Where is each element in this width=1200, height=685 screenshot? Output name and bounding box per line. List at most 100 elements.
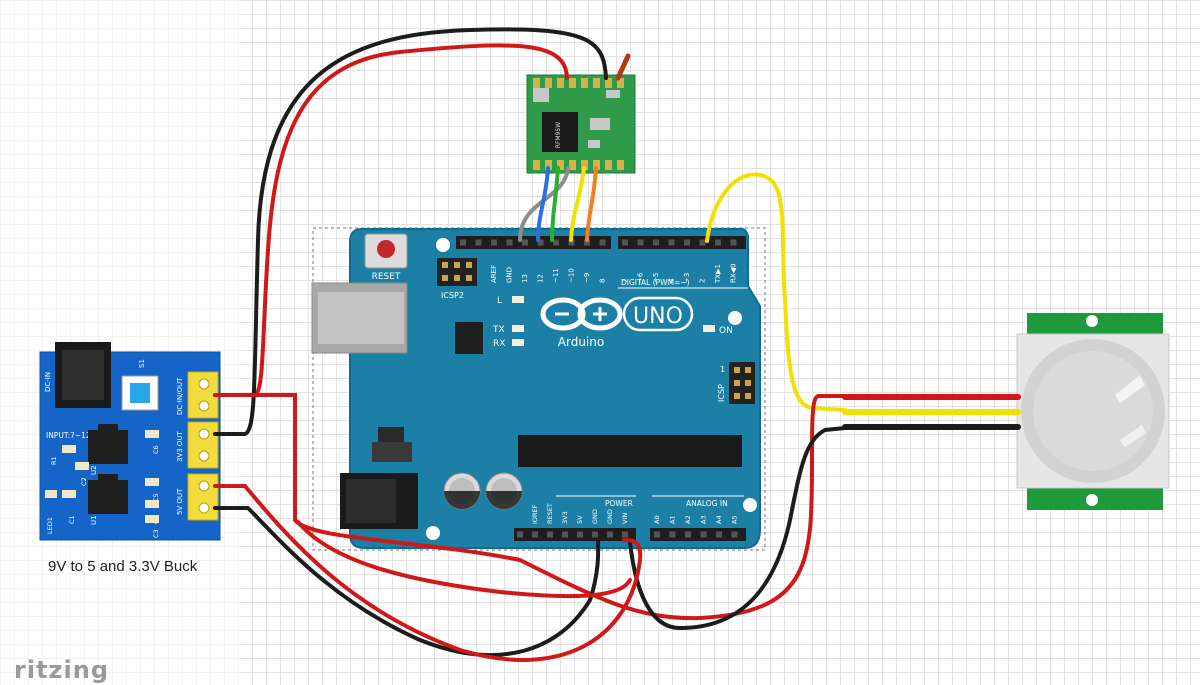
pin-hole[interactable] bbox=[491, 239, 497, 246]
pin-hole[interactable] bbox=[622, 239, 628, 246]
digital-pin-label: ~5 bbox=[652, 273, 660, 283]
digital-pin-label: GND bbox=[506, 267, 514, 283]
buck-caption: 9V to 5 and 3.3V Buck bbox=[48, 558, 198, 575]
pir-dome-glint bbox=[1115, 375, 1145, 403]
power-pin-label: GND bbox=[591, 509, 599, 524]
digital-pin-label: ~6 bbox=[637, 272, 645, 283]
power-pin-label: VIN bbox=[621, 513, 629, 524]
buck-regulator-u1-tab bbox=[98, 474, 118, 482]
mount-hole bbox=[728, 311, 742, 325]
led-l-label: L bbox=[497, 296, 502, 306]
power-pin-label: GND bbox=[606, 509, 614, 524]
pin-hole[interactable] bbox=[532, 531, 538, 538]
mount-hole bbox=[426, 526, 440, 540]
wire-green bbox=[550, 166, 560, 242]
buck-led1 bbox=[45, 490, 57, 498]
wire-blue bbox=[536, 166, 550, 242]
pin-hole[interactable] bbox=[584, 239, 590, 246]
selection-outline bbox=[312, 227, 766, 551]
buck-cap-c2 bbox=[75, 462, 89, 470]
mount-hole bbox=[436, 238, 450, 252]
buck-converter-board[interactable]: DC-IN S1 INPUT:7~12V U2 U1 R1 C1 LED1 C6… bbox=[39, 342, 221, 541]
buck-3v3-out-label: 3V3 OUT bbox=[176, 430, 184, 462]
buck-terminal-3v3[interactable] bbox=[187, 421, 219, 469]
pin-hole[interactable] bbox=[730, 239, 737, 246]
pin-hole[interactable] bbox=[475, 239, 482, 246]
pin-hole[interactable] bbox=[716, 531, 722, 538]
reset-button-cap[interactable] bbox=[377, 240, 395, 258]
buck-terminal-5v[interactable] bbox=[187, 473, 219, 521]
pin-hole[interactable] bbox=[553, 239, 559, 246]
analog-pin-label: A3 bbox=[700, 515, 708, 524]
buck-s1-label: S1 bbox=[138, 359, 146, 368]
pin-hole[interactable] bbox=[731, 531, 738, 538]
pin-hole[interactable] bbox=[607, 531, 613, 538]
radio-component bbox=[606, 90, 620, 98]
buck-switch-cap[interactable] bbox=[130, 383, 150, 403]
buck-resistor-r1 bbox=[62, 445, 76, 453]
pin-hole[interactable] bbox=[637, 239, 644, 246]
icsp-header bbox=[729, 362, 755, 404]
buck-u2-label: U2 bbox=[90, 465, 98, 475]
pin-hole[interactable] bbox=[654, 531, 660, 538]
pin-hole[interactable] bbox=[577, 531, 583, 538]
buck-led1-label: LED1 bbox=[46, 517, 54, 534]
pin-hole[interactable] bbox=[562, 531, 568, 538]
pin-hole[interactable] bbox=[599, 239, 606, 246]
digital-pin-label: 7 bbox=[621, 279, 629, 283]
buck-5v-out-label: 5V OUT bbox=[176, 488, 184, 515]
usb-controller-chip bbox=[455, 322, 483, 354]
buck-u1-label: U1 bbox=[90, 515, 98, 525]
digital-pin-label: 8 bbox=[599, 279, 607, 283]
pin-hole[interactable] bbox=[669, 531, 676, 538]
pin-hole[interactable] bbox=[506, 239, 513, 246]
wire-yellow bbox=[705, 172, 847, 412]
digital-pin-label: ~9 bbox=[583, 273, 591, 283]
digital-pin-label: 4 bbox=[668, 278, 676, 283]
pin-hole[interactable] bbox=[547, 531, 553, 538]
power-header-label: POWER bbox=[605, 499, 633, 508]
pin-hole[interactable] bbox=[715, 239, 721, 246]
analog-pin-label: A5 bbox=[731, 515, 739, 524]
buck-regulator-u1 bbox=[88, 480, 128, 514]
pin-hole[interactable] bbox=[685, 531, 691, 538]
radio-pad bbox=[617, 78, 624, 88]
pin-hole[interactable] bbox=[522, 239, 528, 246]
analog-pin-label: A0 bbox=[653, 515, 661, 524]
pin-hole[interactable] bbox=[700, 531, 707, 538]
buck-cap-c5 bbox=[145, 478, 159, 486]
pin-hole[interactable] bbox=[537, 239, 544, 246]
analog-pin-label: A2 bbox=[684, 515, 692, 524]
power-pin-label: RESET bbox=[546, 503, 554, 524]
pin-hole[interactable] bbox=[684, 239, 690, 246]
led-rx bbox=[512, 339, 524, 346]
radio-pad bbox=[593, 78, 600, 88]
power-header bbox=[514, 528, 636, 541]
pin-hole[interactable] bbox=[592, 531, 598, 538]
wire-red bbox=[213, 43, 569, 397]
buck-regulator-u2-tab bbox=[98, 424, 118, 432]
wire-orange bbox=[585, 166, 598, 242]
buck-input-label: INPUT:7~12V bbox=[46, 431, 97, 440]
pin-hole[interactable] bbox=[568, 239, 575, 246]
icsp-pin1-label: 1 bbox=[720, 365, 725, 374]
pin-hole[interactable] bbox=[517, 531, 523, 538]
buck-regulator-u2 bbox=[88, 430, 128, 464]
pin-hole[interactable] bbox=[460, 239, 466, 246]
icsp2-label: ICSP2 bbox=[441, 291, 464, 300]
pin-hole[interactable] bbox=[653, 239, 659, 246]
pin-hole[interactable] bbox=[668, 239, 675, 246]
digital-pin-label: AREF bbox=[490, 265, 498, 283]
pin-hole[interactable] bbox=[622, 531, 628, 538]
rfm95w-radio-module[interactable]: RFM95W bbox=[526, 74, 636, 174]
led-l bbox=[512, 296, 524, 303]
radio-pad bbox=[557, 78, 564, 88]
pir-motion-sensor[interactable] bbox=[1016, 313, 1170, 510]
radio-pad bbox=[545, 78, 552, 88]
power-pin-label: 5V bbox=[576, 515, 584, 524]
pin-hole[interactable] bbox=[699, 239, 706, 246]
